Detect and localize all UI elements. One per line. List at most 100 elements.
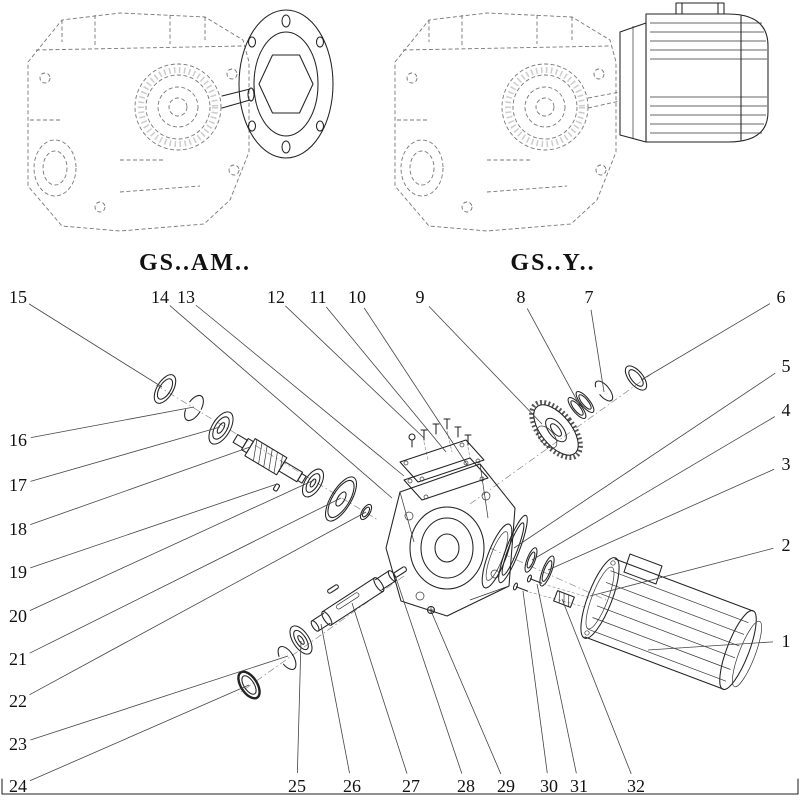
callout-leader-10 [363, 307, 469, 467]
gear-oil-seal [624, 365, 648, 391]
callout-leader-32 [561, 598, 632, 775]
callout-leader-29 [430, 610, 502, 775]
callout-number-30: 30 [540, 776, 558, 796]
callout-number-4: 4 [782, 400, 791, 420]
adapter-gasket [498, 514, 528, 584]
callout-number-22: 22 [9, 691, 27, 711]
callout-number-3: 3 [782, 454, 791, 474]
input-oil-seal [153, 374, 177, 404]
adapter-bushing [524, 547, 538, 573]
callout-number-10: 10 [348, 287, 366, 307]
bolt-projection-lines [528, 583, 592, 608]
callout-number-26: 26 [343, 776, 361, 796]
exploded-view: 1234567891011121314151617181920212223242… [9, 287, 791, 796]
o-ring [359, 503, 373, 521]
output-flange-drawing [221, 9, 334, 159]
motor-pinion [553, 590, 575, 608]
motor-exploded [580, 553, 762, 690]
helical-gear [529, 399, 583, 461]
callout-leader-1 [647, 641, 774, 651]
callout-leader-13 [195, 304, 405, 477]
figure-label-gs-y: GS..Y.. [510, 250, 595, 276]
callout-number-7: 7 [585, 287, 594, 307]
callout-leader-5 [513, 372, 776, 549]
output-shaft [310, 570, 397, 632]
cover-plate [399, 439, 485, 483]
output-seal-washer [237, 670, 261, 700]
motor-drawing [587, 2, 769, 143]
callout-number-28: 28 [457, 776, 475, 796]
callout-leader-4 [531, 416, 776, 561]
callout-leader-22 [29, 511, 367, 696]
shaft-pin [327, 584, 339, 594]
gearbox-housing-hidden-drawing [27, 12, 250, 232]
callout-leader-30 [522, 590, 548, 774]
worm-shaft [232, 434, 307, 484]
callout-number-31: 31 [570, 776, 588, 796]
output-bearing [289, 625, 313, 655]
callout-number-6: 6 [777, 287, 786, 307]
gearbox-housing-hidden-drawing-right [395, 13, 616, 231]
callout-leader-11 [325, 306, 447, 453]
callout-number-11: 11 [309, 287, 326, 307]
callout-leader-6 [640, 303, 771, 381]
callout-number-29: 29 [497, 776, 515, 796]
output-circlip [277, 646, 297, 670]
callout-leader-9 [428, 306, 543, 425]
callout-leader-25 [296, 640, 302, 774]
page-border [1, 778, 799, 795]
callout-number-1: 1 [782, 631, 791, 651]
callout-number-2: 2 [782, 535, 791, 555]
input-bearing-front [208, 411, 234, 445]
callout-leader-31 [536, 583, 577, 774]
callout-number-14: 14 [151, 287, 169, 307]
callout-leader-20 [29, 480, 313, 611]
gear-circlip [594, 380, 614, 402]
input-bearing-rear [301, 468, 325, 498]
callout-number-8: 8 [517, 287, 526, 307]
callout-number-21: 21 [9, 649, 27, 669]
callout-number-23: 23 [9, 734, 27, 754]
callout-leader-27 [351, 602, 408, 774]
callout-leader-15 [28, 303, 163, 388]
figure-label-gs-am: GS..AM.. [139, 250, 251, 276]
callout-leader-18 [30, 446, 251, 526]
callout-leader-24 [29, 684, 250, 782]
callout-number-32: 32 [627, 776, 645, 796]
callout-leader-19 [30, 483, 278, 569]
callout-number-27: 27 [402, 776, 420, 796]
washer-disc [325, 476, 357, 522]
callout-number-24: 24 [9, 776, 27, 796]
drain-plug-screw [426, 605, 436, 615]
input-retaining-ring [184, 394, 204, 422]
callout-leader-2 [589, 547, 774, 597]
flange-bolt-lower [526, 574, 543, 584]
callout-number-13: 13 [177, 287, 195, 307]
callout-leader-16 [30, 406, 195, 438]
callout-number-20: 20 [9, 606, 27, 626]
callout-number-17: 17 [9, 475, 27, 495]
cover-screws [408, 418, 472, 461]
callout-leader-3 [547, 468, 775, 571]
callout-leader-8 [526, 308, 581, 407]
callout-number-19: 19 [9, 562, 27, 582]
callout-number-5: 5 [782, 356, 791, 376]
shaft-key-pin [273, 483, 280, 492]
callout-leader-26 [320, 623, 350, 774]
shaft-key [393, 566, 407, 578]
callout-number-9: 9 [416, 287, 425, 307]
callout-leader-28 [395, 577, 463, 774]
callout-number-16: 16 [9, 430, 27, 450]
callout-leader-7 [590, 309, 605, 393]
callout-leader-21 [29, 497, 342, 654]
callout-number-25: 25 [288, 776, 306, 796]
gear-housing [385, 463, 516, 617]
callout-leader-23 [30, 655, 289, 741]
cover-gasket [403, 457, 489, 501]
callout-number-18: 18 [9, 519, 27, 539]
gear-hub [536, 425, 558, 449]
callout-number-12: 12 [267, 287, 285, 307]
